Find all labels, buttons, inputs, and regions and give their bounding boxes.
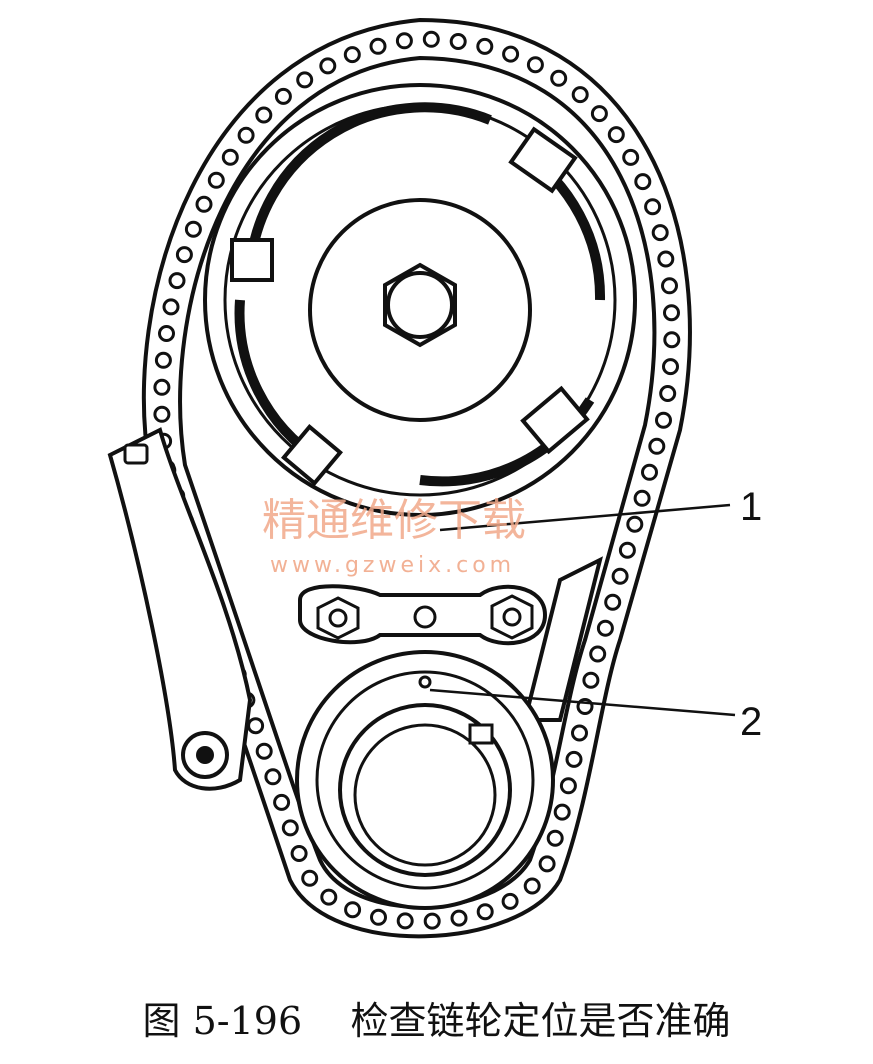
crankshaft-sprocket [295,650,555,910]
chain-link [476,903,494,921]
chain-link [370,908,387,926]
chain-link [195,195,213,213]
chain-link [618,541,636,559]
chain-link [154,351,172,369]
chain-link [663,331,681,349]
chain-link [604,593,622,611]
chain-link [290,845,308,862]
chain-link [648,437,666,455]
chain-link [523,877,541,895]
chain-link [502,45,520,63]
chain-link [476,37,494,55]
chain-link [571,724,588,742]
chain-link [175,246,193,264]
chain-link [422,30,440,48]
leader-line-2 [429,688,736,717]
callout-label-1: 1 [740,485,762,529]
chain-link [369,37,387,55]
chain-link [344,901,362,919]
chain-link [343,46,361,64]
chain-link [662,358,679,376]
chain-link [634,173,652,191]
chain-link [423,912,441,930]
chain-link [633,489,651,507]
chain-link [644,198,662,216]
chain-link [657,250,675,268]
chain-link [641,463,658,481]
chain-link [255,106,273,124]
chain-link [553,803,571,821]
chain-link [207,171,225,189]
chain-link [153,405,171,423]
chain-link [565,750,583,768]
chain-tensioner [107,427,253,791]
chain-link [221,148,239,166]
chain-link [162,298,180,316]
leader-line-1 [439,503,731,532]
chain-link [526,56,544,74]
chain-link [501,892,519,910]
chain-link [596,619,614,637]
chain-link [255,742,273,760]
chain-link [319,57,337,75]
chain-link [571,86,589,104]
chain-link [153,378,171,396]
chain-link [247,717,265,735]
chain-link [274,87,292,105]
chain-link [449,33,467,50]
figure-caption: 图 5-196 检查链轮定位是否准确 [142,999,731,1043]
chain-link [622,148,640,166]
chain-link [550,69,568,87]
watermark-url: www.gzweix.com [270,553,515,578]
chain-link [538,855,556,873]
chain-link [184,220,202,238]
watermark-site-name: 精通维修下载 [262,495,526,546]
chain-link [659,385,677,402]
chain-link [158,325,175,342]
chain-link [450,909,468,927]
chain-link [168,272,186,290]
chain-link [296,71,314,89]
leader-lines [429,503,736,717]
chain-guide [522,556,603,722]
chain-link [661,277,678,295]
chain-link [589,645,607,663]
chain-link [264,768,282,786]
chain-link [626,515,644,533]
chain-link [396,912,414,930]
chain-link [273,793,291,811]
chain-link [301,869,319,887]
chain-link [663,304,680,322]
chain-link [582,671,600,689]
chain-link [655,411,672,429]
chain-link [237,126,255,144]
chain-link [651,224,669,242]
chain-link [611,567,629,585]
chain-link [320,888,338,906]
callout-label-2: 2 [740,700,762,744]
chain-link [281,819,299,837]
chain-link [590,105,608,123]
chain-link [559,777,577,795]
chain-link [395,32,413,50]
chain-link [607,126,625,144]
chain-link [546,829,564,847]
chain-damper [298,584,548,646]
camshaft-sprocket [203,83,637,517]
